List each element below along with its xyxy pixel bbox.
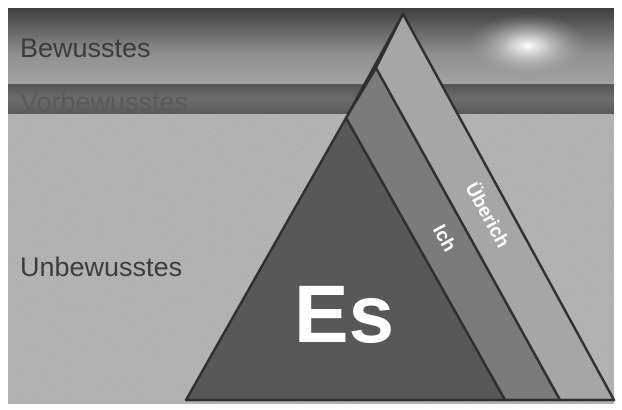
unconscious-label: Unbewusstes: [20, 252, 182, 282]
conscious-label: Bewusstes: [20, 33, 151, 63]
preconscious-label: Vorbewusstes: [20, 87, 188, 117]
preconscious-band: [8, 84, 614, 114]
id-label: Es: [294, 269, 394, 360]
sun-glow: [468, 14, 588, 78]
pyramid-left-edge: [344, 13, 405, 119]
id-triangle: [184, 116, 507, 402]
